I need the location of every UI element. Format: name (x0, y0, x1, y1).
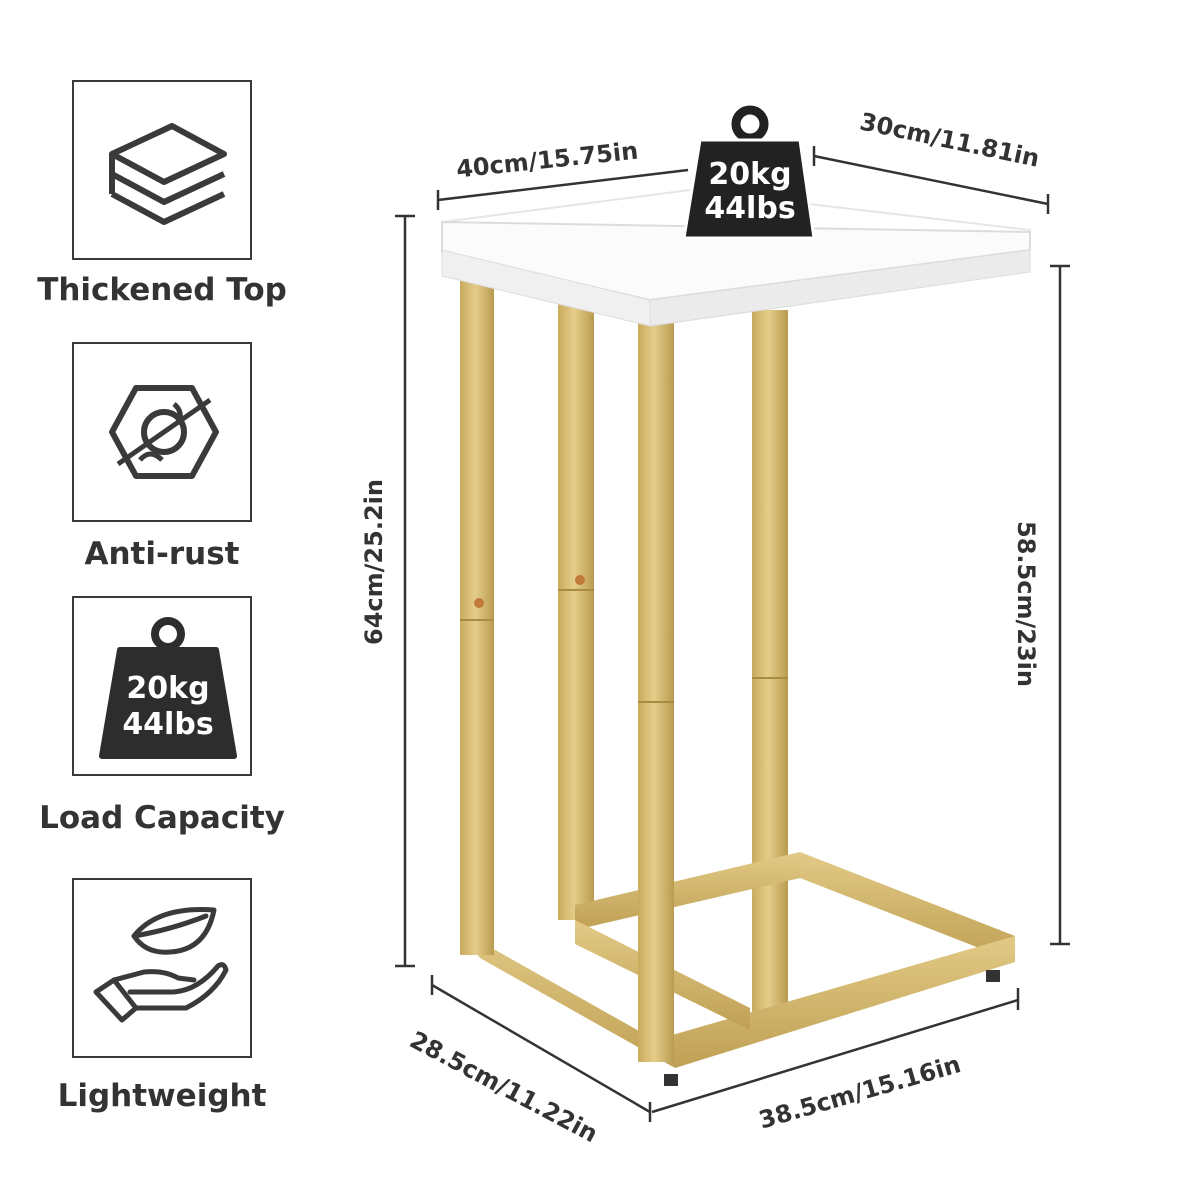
feature-weight-kg: 20kg (126, 671, 209, 706)
table-base-right-rail (800, 852, 1015, 962)
dimension-base-width: 38.5cm/15.16in (756, 1050, 964, 1134)
feature-label-thickened-top: Thickened Top (37, 272, 287, 308)
table-front-left-leg (460, 275, 494, 955)
feature-label-lightweight: Lightweight (57, 1078, 267, 1114)
table-base-back-rail (575, 852, 800, 930)
dimension-top-depth: 30cm/11.81in (857, 107, 1041, 172)
feature-load-capacity-box: 20kg 44lbs (72, 596, 252, 776)
feature-thickened-top-box (72, 80, 252, 260)
feature-label-load-capacity: Load Capacity (39, 800, 285, 836)
table-base-left-rail (460, 930, 675, 1068)
feature-lightweight-box (72, 878, 252, 1058)
feature-weight-lbs: 44lbs (122, 707, 213, 742)
load-weight-badge: 20kg 44lbs (682, 105, 816, 240)
anti-rust-nut-icon (109, 385, 219, 479)
badge-weight-lbs: 44lbs (704, 191, 795, 226)
stacked-layers-icon (109, 123, 227, 225)
feature-anti-rust-box (72, 342, 252, 522)
c-table-illustration (441, 188, 1031, 1086)
badge-weight-kg: 20kg (708, 157, 791, 192)
dimension-base-depth: 28.5cm/11.22in (405, 1026, 602, 1149)
dimension-clearance-height: 58.5cm/23in (1012, 521, 1040, 687)
feature-label-anti-rust: Anti-rust (84, 536, 240, 572)
weight-icon: 20kg 44lbs (99, 617, 237, 759)
hand-leaf-icon (93, 907, 229, 1023)
dimension-top-width: 40cm/15.75in (455, 137, 640, 184)
dimension-total-height: 64cm/25.2in (360, 479, 388, 645)
table-front-right-leg (638, 322, 674, 1062)
table-back-left-leg (558, 300, 594, 920)
table-back-right-leg (752, 310, 788, 1020)
dimension-lines (395, 146, 1070, 1122)
table-base-front-rail (655, 936, 1015, 1068)
